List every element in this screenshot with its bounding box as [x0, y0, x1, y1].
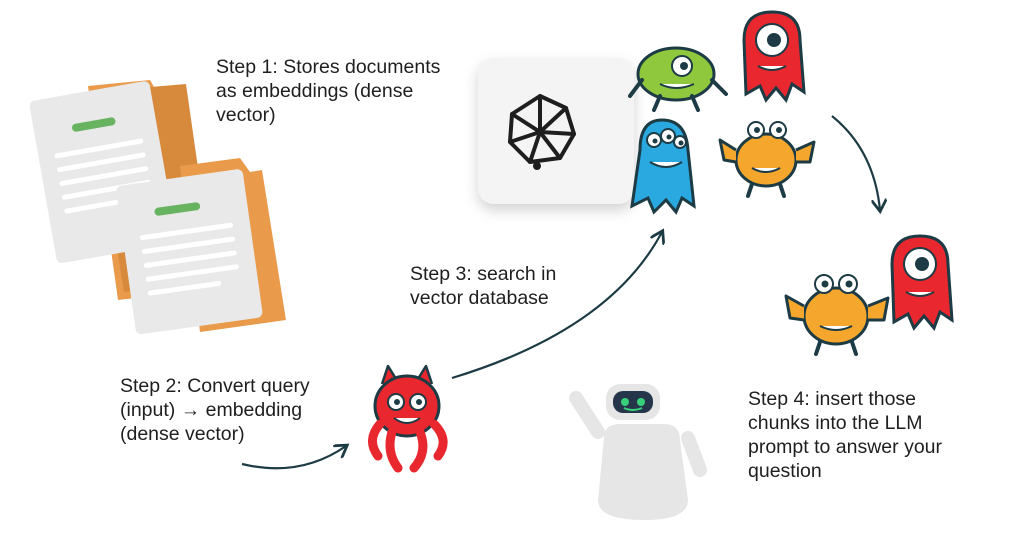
step-1-line-1: Step 1: Stores documents: [216, 56, 441, 78]
step-4-line-4: question: [748, 460, 822, 482]
orange-monster-icon: [718, 121, 816, 198]
arrow-database-to-llm: [831, 115, 880, 210]
green-monster-icon: [628, 46, 728, 112]
step-1-text: Step 1: Stores documents as embeddings (…: [216, 55, 440, 127]
blue-monster-icon: [630, 118, 696, 215]
step-2-line-2: (input) → embedding: [120, 399, 303, 421]
red-monster-icon: [890, 234, 954, 331]
step-1-line-2: as embeddings (dense: [216, 80, 414, 102]
retrieved-chunks-icon: [784, 234, 954, 356]
orange-monster-icon: [784, 274, 890, 356]
step-3-line-1: Step 3: search in: [410, 263, 557, 285]
step-2-line-1: Step 2: Convert query: [120, 375, 310, 397]
query-monster-icon: [368, 364, 448, 473]
step-3-text: Step 3: search in vector database: [410, 262, 556, 310]
document-folder-icon: [29, 80, 286, 335]
red-monster-icon: [742, 10, 806, 103]
arrow-query-to-embedding: [241, 446, 346, 470]
step-2-text: Step 2: Convert query (input) → embeddin…: [120, 374, 310, 446]
vector-database-icon: [478, 58, 634, 204]
robot-llm-icon: [569, 384, 707, 520]
step-1-line-3: vector): [216, 104, 276, 126]
embedding-monster-icon: [628, 10, 816, 215]
step-4-text: Step 4: insert those chunks into the LLM…: [748, 387, 942, 483]
step-3-line-2: vector database: [410, 287, 549, 309]
step-4-line-3: prompt to answer your: [748, 436, 943, 458]
arrow-embedding-to-database: [451, 232, 662, 380]
step-4-line-1: Step 4: insert those: [748, 388, 917, 410]
step-2-line-3: (dense vector): [120, 423, 245, 445]
step-4-line-2: chunks into the LLM: [748, 412, 923, 434]
